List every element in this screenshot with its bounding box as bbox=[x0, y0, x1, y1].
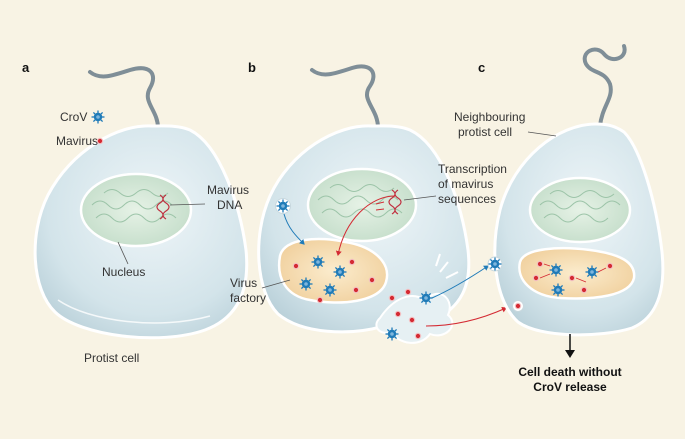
transcription-label-line1: Transcription bbox=[438, 162, 507, 176]
crov-icon bbox=[90, 109, 106, 125]
neighbouring-label-line1: Neighbouring bbox=[454, 110, 525, 124]
flagellum-b bbox=[310, 64, 380, 130]
nucleus-c bbox=[528, 176, 632, 244]
mavirus-dna-label-line1: Mavirus bbox=[207, 183, 249, 197]
mavirus-icon bbox=[96, 137, 104, 145]
neighbouring-label-line2: protist cell bbox=[458, 125, 512, 139]
virus-factory-c bbox=[518, 246, 636, 300]
cell-death-label-line2: CroV release bbox=[533, 380, 607, 394]
virus-factory-label-line2: factory bbox=[230, 291, 266, 305]
protist-cell-label: Protist cell bbox=[84, 351, 139, 365]
legend-mavirus-label: Mavirus bbox=[56, 134, 98, 148]
panel-letter-c: c bbox=[478, 60, 485, 75]
cell-death-label-line1: Cell death without bbox=[518, 365, 621, 379]
panel-letter-a: a bbox=[22, 60, 30, 75]
virus-factory-label-line1: Virus bbox=[230, 276, 257, 290]
mavirus-dna-label-line2: DNA bbox=[217, 198, 242, 212]
panel-letter-b: b bbox=[248, 60, 256, 75]
legend-crov-label: CroV bbox=[60, 110, 87, 124]
nucleus-b bbox=[306, 167, 418, 243]
nucleus-a bbox=[79, 172, 193, 248]
transcription-label-line3: sequences bbox=[438, 192, 496, 206]
nucleus-label: Nucleus bbox=[102, 265, 145, 279]
flagellum-c bbox=[582, 44, 627, 128]
mavirus-dna-a bbox=[156, 194, 170, 220]
mavirus-dna-b bbox=[388, 189, 402, 215]
flagellum-a bbox=[88, 66, 160, 130]
transcription-label-line2: of mavirus bbox=[438, 177, 493, 191]
